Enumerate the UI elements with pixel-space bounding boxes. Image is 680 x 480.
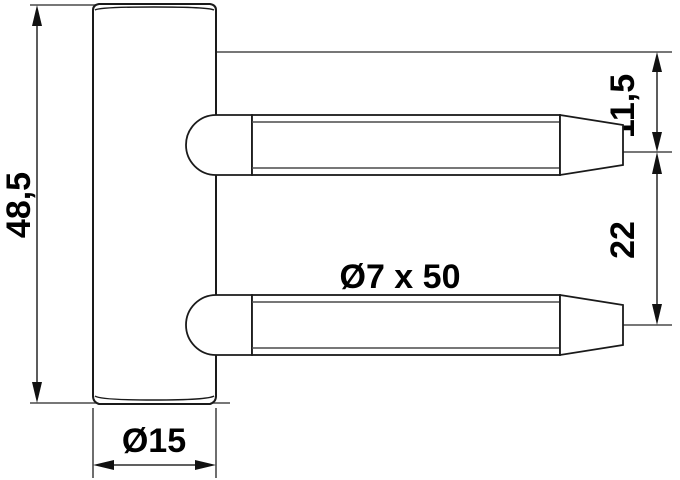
lower-pin-tip: [559, 293, 624, 357]
dim-15-arrow-right: [195, 460, 216, 470]
mounting-plate: [92, 3, 217, 405]
dim-48-5-label: 48,5: [0, 172, 38, 238]
lower-pin-head: [185, 294, 253, 356]
lower-pin: [185, 293, 624, 357]
upper-pin-shaft: [251, 114, 561, 176]
dim-15-arrow-left: [93, 460, 114, 470]
dimension-plate-width: Ø15: [93, 422, 216, 470]
dim-48-5-arrow-top: [32, 5, 42, 26]
dim-11-5-arrow-top: [652, 52, 662, 72]
plate-top-edge-line: [94, 6, 215, 11]
upper-pin-head: [185, 114, 253, 176]
plate-bottom-edge-line: [94, 395, 215, 401]
dim-15-label: Ø15: [122, 422, 186, 460]
plate-outline: [92, 3, 217, 405]
dim-48-5-arrow-bottom: [32, 382, 42, 403]
upper-pin-tip: [559, 113, 624, 177]
lower-pin-shaft: [251, 294, 561, 356]
pin-spec-label: Ø7 x 50: [340, 258, 461, 296]
dim-22-arrow-bottom: [652, 304, 662, 325]
dim-11-5-arrow-bottom: [652, 132, 662, 152]
dimension-22: 22: [604, 152, 662, 325]
dimension-48-5: 48,5: [0, 5, 42, 403]
dim-22-label: 22: [604, 221, 642, 259]
upper-pin: [185, 113, 624, 177]
dim-22-arrow-top: [652, 152, 662, 174]
